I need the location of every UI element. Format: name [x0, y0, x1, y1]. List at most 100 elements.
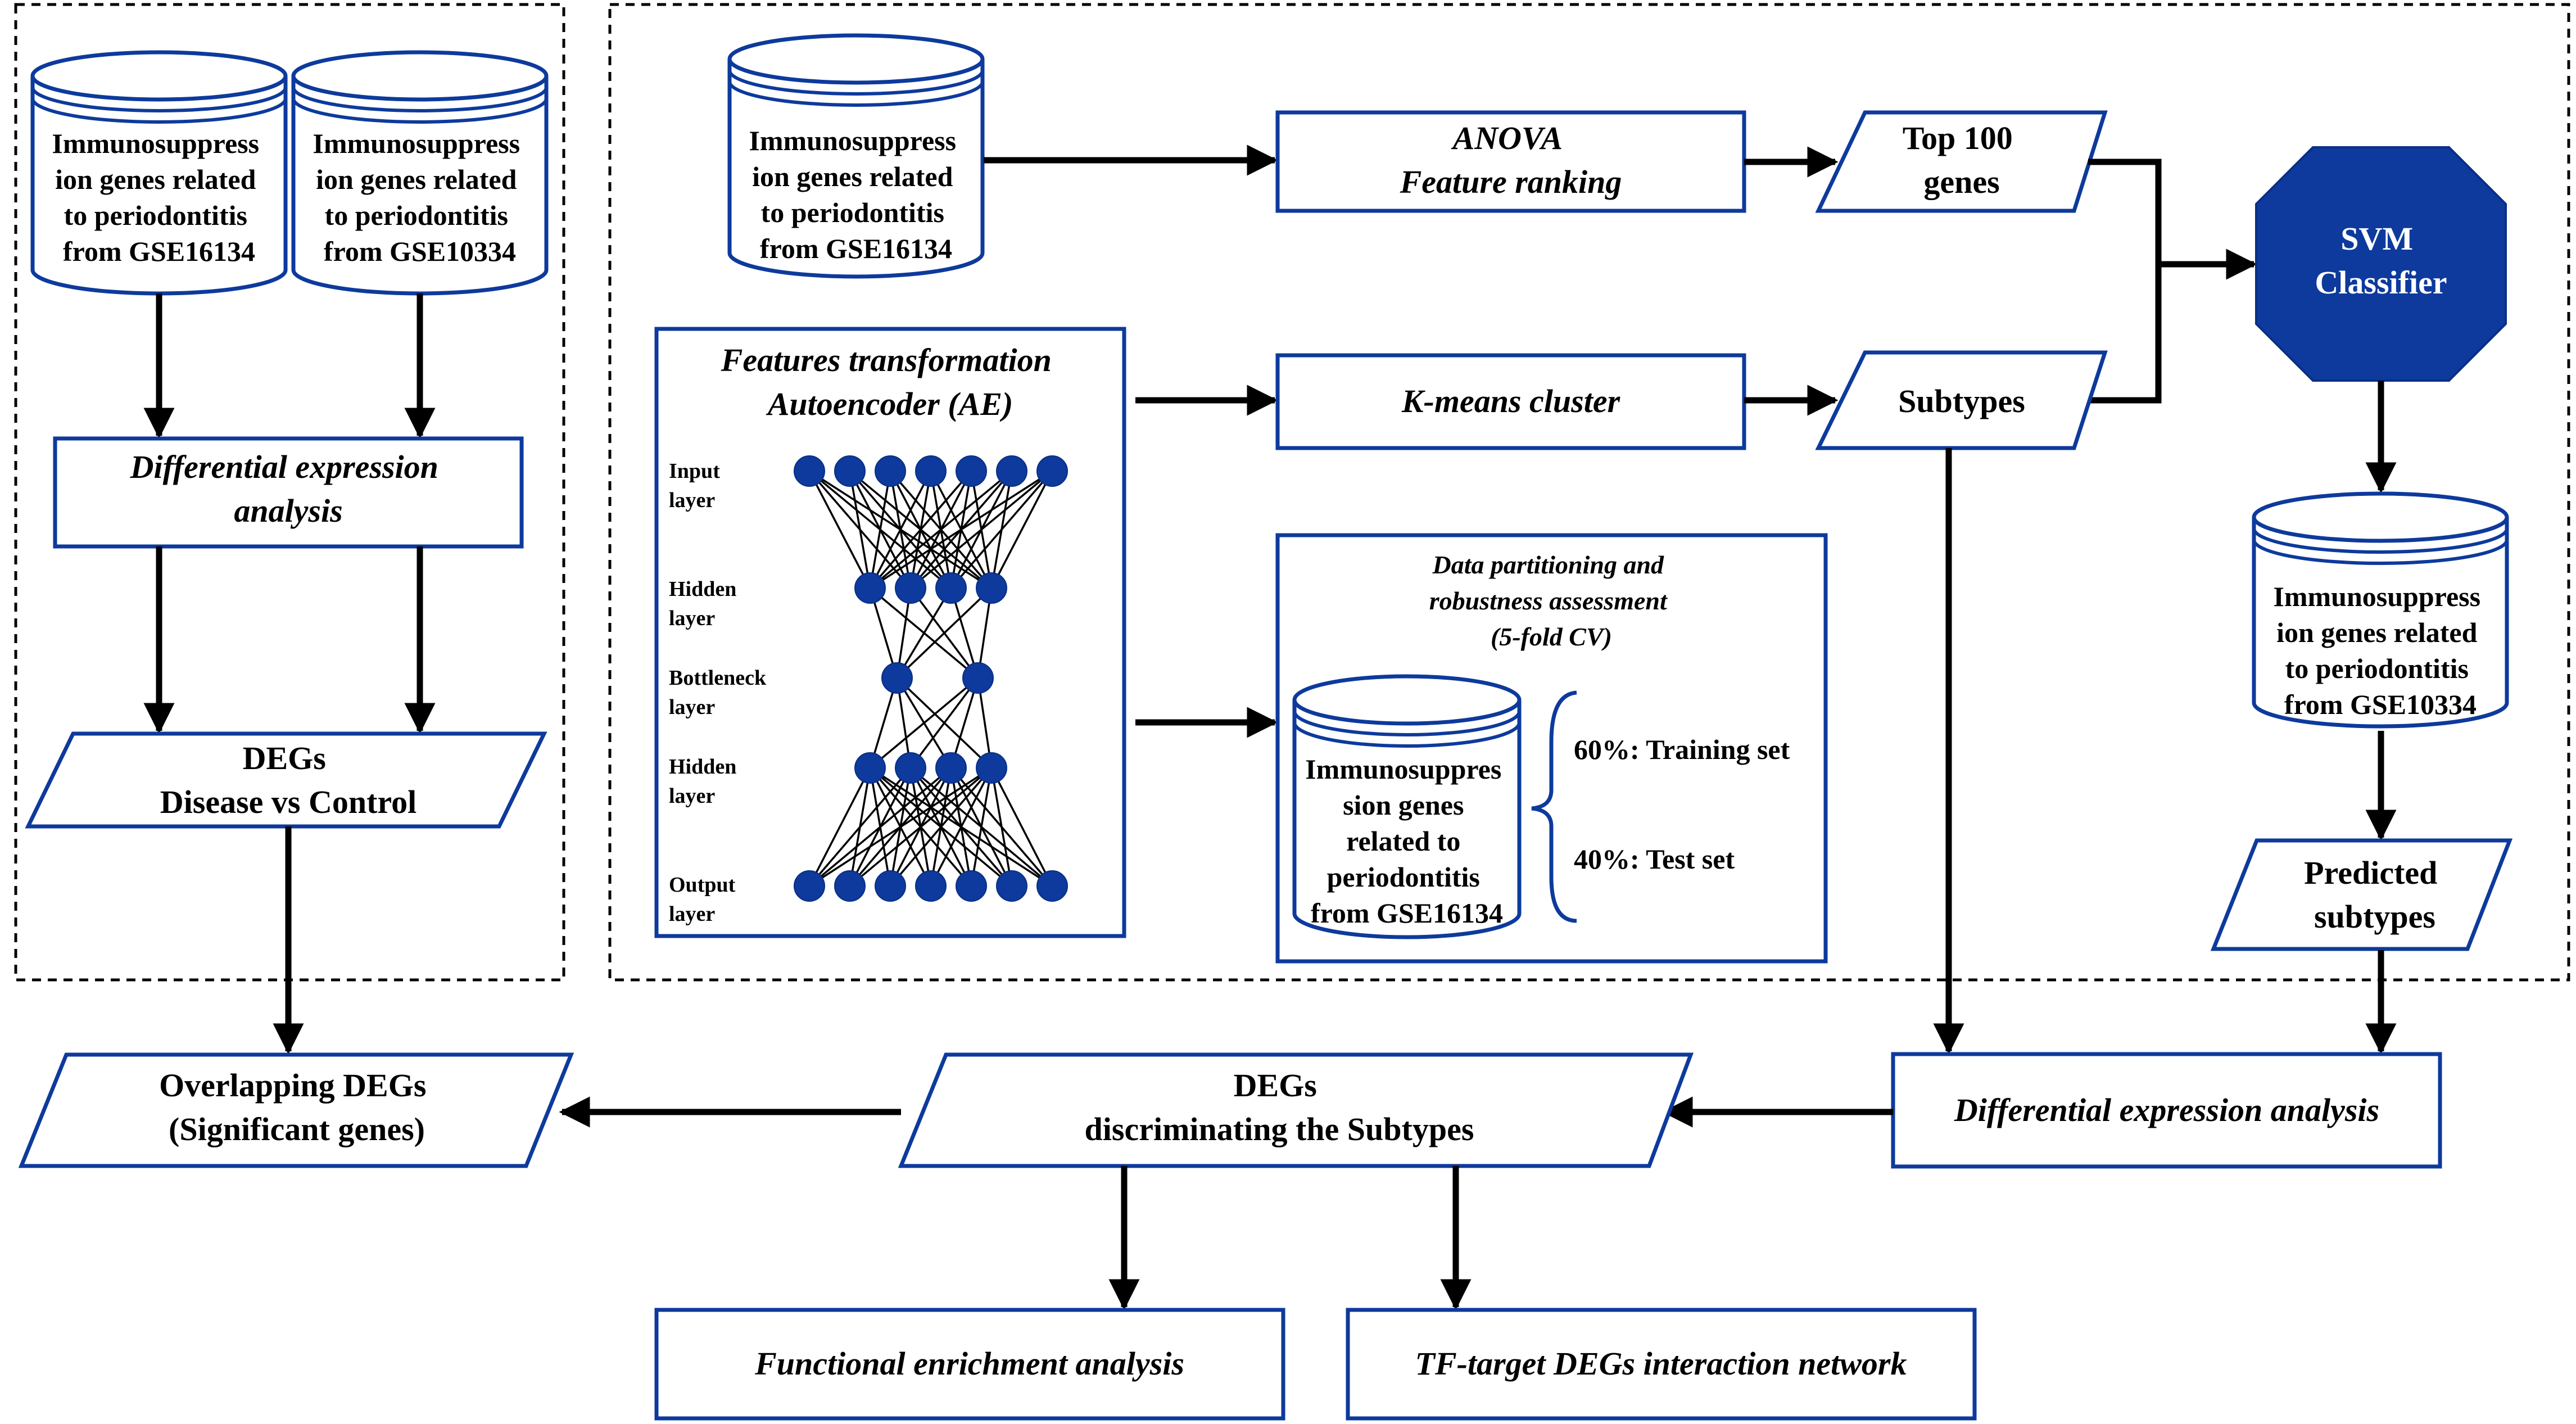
db-line: to periodontitis: [325, 200, 508, 231]
database-gse16134-top: Immunosuppress ion genes related to peri…: [727, 33, 985, 279]
nn-node: [834, 870, 866, 902]
svg-text:SVM Classifier: SVM Classifier: [2315, 220, 2447, 301]
nn-connection: [849, 767, 993, 887]
nn-connection: [896, 587, 993, 679]
database-gse16134-left: Immunosuppress ion genes related to peri…: [30, 50, 288, 296]
db-line: Immunosuppress: [313, 128, 520, 159]
database-gse10334-left: Immunosuppress ion genes related to peri…: [291, 50, 549, 296]
nn-node: [915, 870, 947, 902]
dea-right-label: Differential expression analysis: [1954, 1092, 2379, 1128]
svg-text:Top 100 genes: Top 100 genes: [1903, 120, 2021, 200]
predicted-line: subtypes: [2314, 898, 2435, 935]
test-set-label: 40%: Test set: [1574, 843, 1735, 875]
svg-text:Immunosuppress ion genes: Immunosuppress ion genes related to peri…: [749, 125, 963, 264]
functional-label: Functional enrichment analysis: [754, 1345, 1184, 1382]
nn-connection: [869, 470, 972, 589]
autoencoder-panel: Features transformation Autoencoder (AE)…: [654, 327, 1126, 938]
nn-connection: [950, 470, 1053, 589]
nn-node: [834, 455, 866, 487]
nn-connection: [808, 767, 871, 887]
partition-title-line: Data partitioning and: [1432, 550, 1664, 579]
nn-node: [1036, 455, 1068, 487]
db-line: from GSE16134: [1311, 897, 1503, 929]
svg-text:Immunosuppress ion genes: Immunosuppress ion genes related to peri…: [313, 128, 527, 267]
db-line: related to: [1346, 825, 1460, 857]
nn-connection: [990, 767, 1013, 887]
predicted-line: Predicted: [2304, 855, 2437, 891]
nn-connection: [909, 470, 1053, 589]
nn-connection: [896, 587, 952, 679]
nn-connection: [930, 767, 993, 887]
nn-node: [935, 752, 967, 784]
svm-line: SVM: [2340, 220, 2413, 257]
nn-node: [956, 455, 987, 487]
nn-connection: [809, 767, 992, 887]
svg-text:Immunosuppress ion genes: Immunosuppress ion genes related to peri…: [52, 128, 266, 267]
nn-node: [854, 572, 886, 604]
ae-title-line: Features transformation: [721, 342, 1052, 378]
svg-text:DEGs discriminating the: DEGs discriminating the Subtypes: [1085, 1067, 1474, 1147]
nn-connection: [869, 471, 891, 589]
nn-node: [875, 455, 906, 487]
anova-line: ANOVA: [1451, 120, 1562, 156]
training-set-label: 60%: Training set: [1574, 734, 1790, 765]
connector-top100-to-svm: [2088, 159, 2162, 264]
dea-left-line: analysis: [234, 492, 342, 529]
db-line: ion genes related: [752, 161, 953, 192]
nn-node: [996, 870, 1027, 902]
ae-layer-label: Hidden layer: [669, 577, 742, 630]
subtypes-label: Subtypes: [1898, 383, 2025, 419]
svg-text:Data partitioning and ro: Data partitioning and robustness assessm…: [1429, 550, 1674, 651]
svm-classifier-octagon: SVM Classifier: [2255, 146, 2507, 382]
svg-text:Overlapping DEGs (Signif: Overlapping DEGs (Significant genes): [159, 1067, 434, 1147]
overlapping-degs-parallelogram: Overlapping DEGs (Significant genes): [18, 1052, 574, 1168]
degs-subtypes-line: DEGs: [1234, 1067, 1317, 1104]
svg-text:Features transformation: Features transformation Autoencoder (AE): [721, 342, 1060, 422]
db-line: to periodontitis: [761, 197, 944, 228]
nn-node: [976, 752, 1007, 784]
nn-connection: [909, 677, 979, 769]
nn-node: [996, 455, 1027, 487]
db-line: ion genes related: [316, 164, 517, 195]
nn-connection: [808, 767, 952, 887]
nn-connection: [849, 471, 871, 589]
db-line: ion genes related: [55, 164, 256, 195]
nn-node: [794, 455, 825, 487]
svg-text:ANOVA Feature ranking: ANOVA Feature ranking: [1400, 120, 1622, 200]
db-line: from GSE16134: [760, 233, 952, 264]
connector-subtypes-to-svm: [2088, 264, 2162, 404]
partition-title-line: (5-fold CV): [1491, 622, 1612, 651]
nn-node: [895, 752, 926, 784]
nn-connection: [870, 470, 1053, 589]
db-line: ion genes related: [2276, 617, 2478, 648]
svm-line: Classifier: [2315, 264, 2447, 301]
partition-title-line: robustness assessment: [1429, 586, 1668, 615]
nn-node: [895, 572, 926, 604]
ae-layer-label: Output layer: [669, 873, 741, 926]
svg-text:Predicted subtypes: Predicted subtypes: [2304, 855, 2446, 935]
nn-connection: [990, 767, 1053, 887]
degs-subtypes-line: discriminating the Subtypes: [1085, 1111, 1474, 1147]
dea-right-box: Differential expression analysis: [1891, 1052, 2442, 1169]
nn-connection: [990, 471, 1053, 589]
degs-disease-line: Disease vs Control: [160, 784, 416, 820]
db-line: to periodontitis: [2285, 653, 2469, 684]
subtypes-parallelogram: Subtypes: [1815, 350, 2108, 450]
nn-connection: [889, 767, 993, 887]
svg-text:Immunosuppress ion genes: Immunosuppress ion genes related to peri…: [2273, 581, 2487, 720]
right-dashed-frame: [608, 3, 2570, 982]
nn-connection: [869, 677, 979, 769]
database-gse16134-partition: Immunosuppres sion genes related to peri…: [1292, 674, 1522, 939]
db-line: Immunosuppress: [52, 128, 259, 159]
nn-node: [794, 870, 825, 902]
split-brace: [1531, 690, 1577, 923]
nn-node: [962, 662, 994, 694]
kmeans-label: K-means cluster: [1401, 383, 1620, 419]
kmeans-box: K-means cluster: [1275, 353, 1746, 450]
functional-enrichment-box: Functional enrichment analysis: [654, 1308, 1285, 1421]
db-line: periodontitis: [1327, 861, 1480, 893]
nn-connection: [808, 767, 912, 887]
nn-node: [935, 572, 967, 604]
dea-left-line: Differential expression: [130, 449, 438, 485]
data-partition-panel: Data partitioning and robustness assessm…: [1275, 533, 1828, 964]
